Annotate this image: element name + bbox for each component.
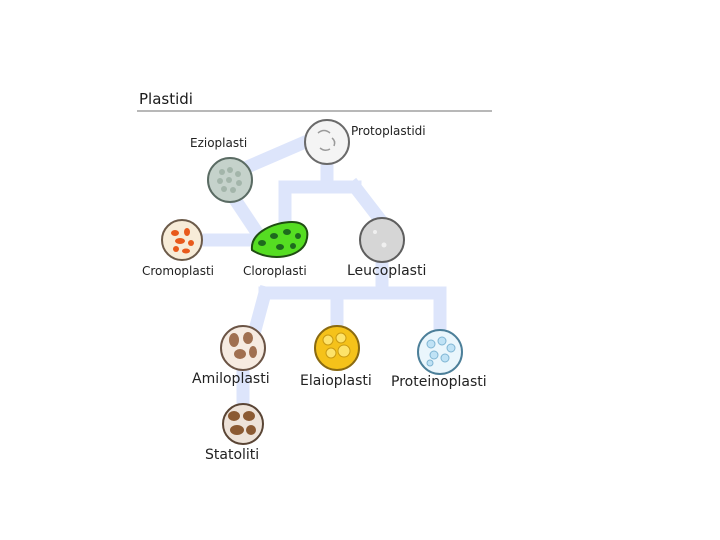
- proteinoplasti-cell: [417, 329, 463, 375]
- label-proteinoplasti: Proteinoplasti: [391, 374, 487, 390]
- label-statoliti: Statoliti: [205, 447, 260, 463]
- connector-proto-branch: [278, 155, 392, 232]
- cloroplasti-cell: [250, 220, 309, 258]
- connector-ezio-cloro: [222, 185, 272, 250]
- cromoplasti-cell: [161, 219, 203, 261]
- label-ezioplasti: Ezioplasti: [190, 136, 248, 150]
- label-elaioplasti: Elaioplasti: [300, 373, 372, 389]
- protoplastidi-cell: [304, 119, 350, 165]
- diagram-title: Plastidi: [139, 90, 193, 108]
- leucoplasti-cell: [359, 217, 405, 263]
- ezioplasti-cell: [207, 157, 253, 203]
- amiloplasti-cell: [220, 325, 266, 371]
- statoliti-cell: [222, 403, 264, 445]
- title-divider: [137, 110, 492, 112]
- label-leucoplasti: Leucoplasti: [347, 263, 427, 279]
- label-cromoplasti: Cromoplasti: [142, 264, 215, 278]
- label-amiloplasti: Amiloplasti: [192, 371, 270, 387]
- label-protoplastidi: Protoplastidi: [351, 124, 426, 138]
- connector-lines: [195, 133, 447, 412]
- elaioplasti-cell: [314, 325, 360, 371]
- label-cloroplasti: Cloroplasti: [243, 264, 307, 278]
- connector-leuco-branch: [247, 255, 447, 339]
- connector-proto-ezio: [236, 133, 314, 177]
